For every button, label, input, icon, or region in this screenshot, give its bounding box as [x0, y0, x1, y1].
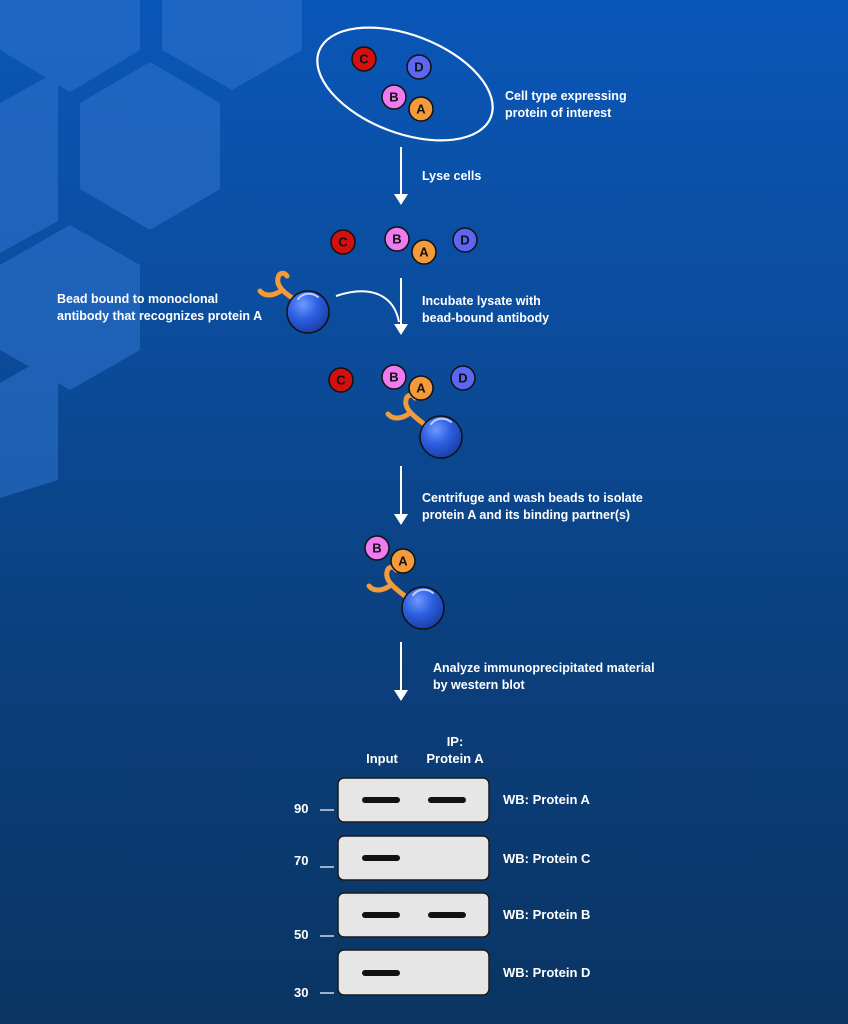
centrifuge-label: Centrifuge and wash beads to isolate pro… [422, 491, 643, 522]
svg-text:B: B [392, 232, 401, 247]
band-input-d [362, 970, 400, 976]
wb-label-protein-a: WB: Protein A [503, 792, 590, 807]
arrow-merge [335, 290, 400, 323]
svg-text:D: D [458, 371, 467, 386]
antibody-bead [257, 270, 330, 334]
svg-text:A: A [398, 554, 408, 569]
mw-ticks [320, 809, 334, 994]
band-ip-a [428, 797, 466, 803]
mw-marker-30: 30 [294, 985, 309, 1000]
protein-b: B [381, 364, 407, 390]
protein-b: B [364, 535, 390, 561]
cell-label: Cell type expressing protein of interest [505, 89, 627, 120]
svg-text:A: A [419, 245, 429, 260]
svg-text:A: A [416, 381, 426, 396]
mw-marker-70: 70 [294, 853, 309, 868]
svg-text:A: A [416, 102, 426, 117]
band-ip-b [428, 912, 466, 918]
svg-text:C: C [359, 52, 369, 67]
column-header-ip: IP: Protein A [426, 734, 484, 766]
svg-text:C: C [336, 373, 346, 388]
mw-marker-50: 50 [294, 927, 309, 942]
svg-text:B: B [389, 90, 398, 105]
svg-text:B: B [389, 370, 398, 385]
arrow-incubate [394, 278, 408, 335]
antibody-bead-complex [366, 564, 445, 630]
protein-c: C [328, 367, 354, 393]
protein-a: A [411, 239, 437, 265]
blot-panel-3 [337, 892, 490, 938]
band-input-b [362, 912, 400, 918]
incubate-label: Incubate lysate with bead-bound antibody [422, 294, 550, 325]
protein-d: D [406, 54, 432, 80]
arrow-analyze [394, 642, 408, 701]
analyze-label: Analyze immunoprecipitated material by w… [433, 661, 655, 692]
wb-label-protein-d: WB: Protein D [503, 965, 591, 980]
bead-label: Bead bound to monoclonal antibody that r… [57, 292, 263, 323]
protein-d: D [450, 365, 476, 391]
band-input-c [362, 855, 400, 861]
blot-panel-4 [337, 949, 490, 996]
arrow-centrifuge [394, 466, 408, 525]
cell-outline [316, 26, 494, 142]
svg-text:C: C [338, 235, 348, 250]
protein-a: A [408, 96, 434, 122]
protein-b: B [384, 226, 410, 252]
protein-b: B [381, 84, 407, 110]
svg-text:D: D [414, 60, 423, 75]
mw-marker-90: 90 [294, 801, 309, 816]
antibody-bead-complex [385, 392, 463, 459]
blot-panel-2 [337, 835, 490, 881]
protein-c: C [330, 229, 356, 255]
protein-a: A [408, 375, 434, 401]
protein-c: C [351, 46, 377, 72]
wb-label-protein-b: WB: Protein B [503, 907, 591, 922]
blot-panel-1 [337, 777, 490, 823]
lyse-label: Lyse cells [422, 169, 482, 183]
wb-label-protein-c: WB: Protein C [503, 851, 591, 866]
arrow-lyse [394, 147, 408, 205]
svg-text:D: D [460, 233, 469, 248]
column-header-input: Input [366, 751, 398, 766]
band-input-a [362, 797, 400, 803]
protein-d: D [452, 227, 478, 253]
svg-text:B: B [372, 541, 381, 556]
protein-a: A [390, 548, 416, 574]
